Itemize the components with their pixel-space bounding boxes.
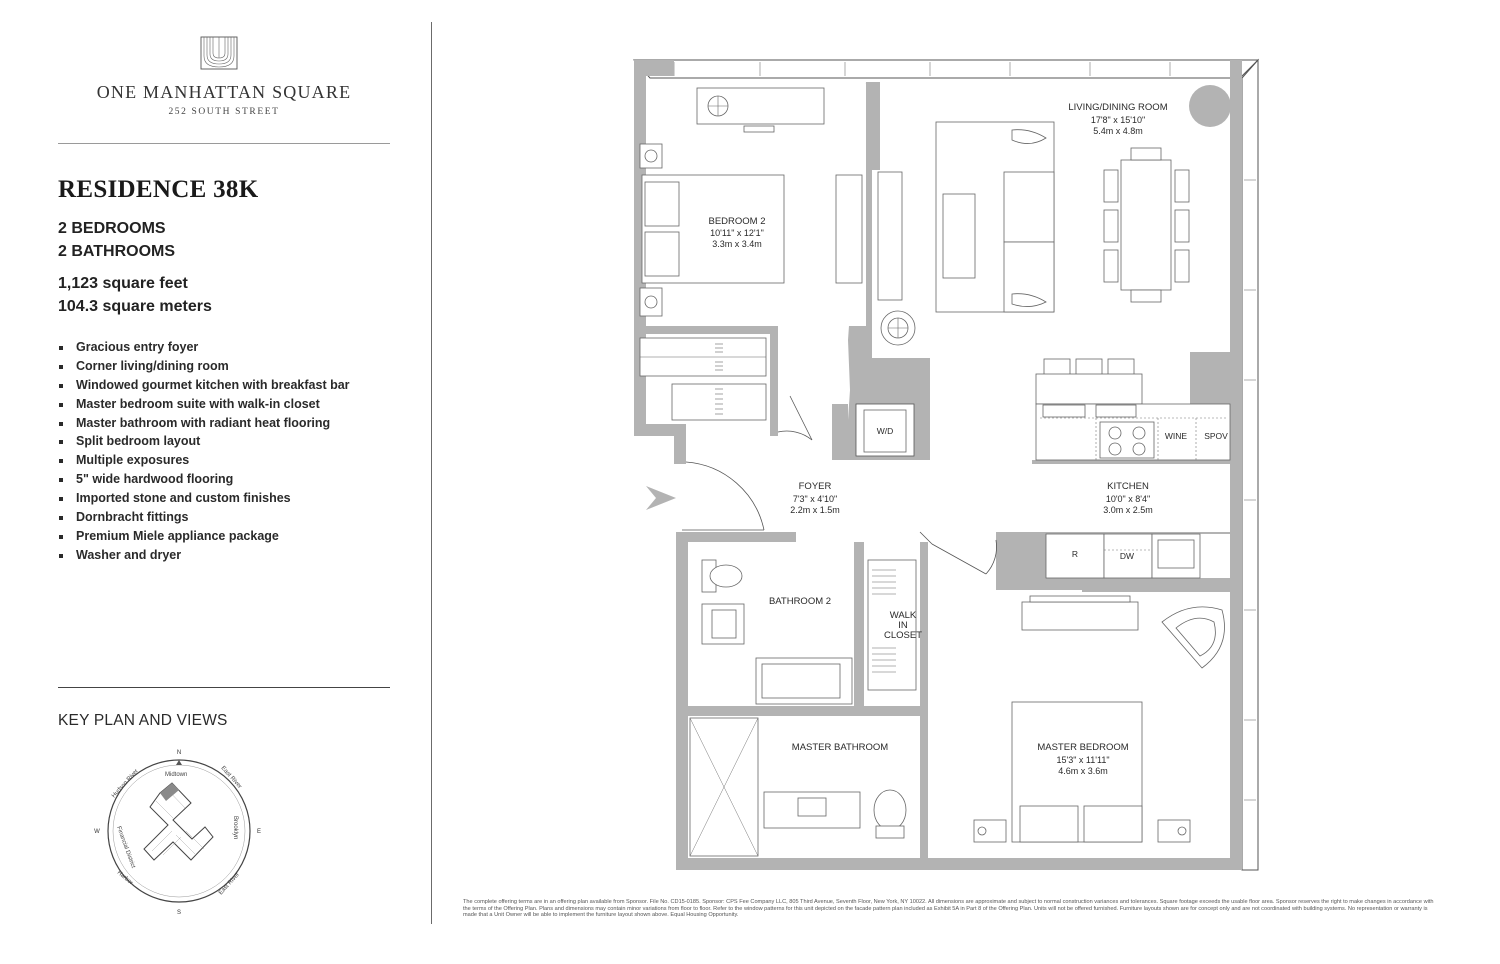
walk-in-closet-label-3: CLOSET <box>884 630 922 641</box>
feature-item: Gracious entry foyer <box>58 340 350 359</box>
entry-arrow-icon <box>646 486 676 510</box>
refrigerator-label: R <box>1072 549 1078 559</box>
info-panel: ONE MANHATTAN SQUARE 252 SOUTH STREET RE… <box>0 0 432 964</box>
compass-n: N <box>177 750 181 756</box>
bathroom-count: 2 BATHROOMS <box>58 243 176 260</box>
master-bedroom-dim-imperial: 15'3" x 11'11" <box>1056 755 1109 765</box>
bedroom-2: BEDROOM 2 10'11" x 12'1" 3.3m x 3.4m <box>639 87 863 421</box>
brand-name: ONE MANHATTAN SQUARE <box>96 82 352 102</box>
bedroom-count: 2 BEDROOMS <box>58 220 166 237</box>
feature-item: Washer and dryer <box>58 548 350 567</box>
master-bathroom: MASTER BATHROOM <box>689 717 907 857</box>
bathroom-2-label: BATHROOM 2 <box>769 596 831 607</box>
kitchen-dim-metric: 3.0m x 2.5m <box>1103 505 1153 515</box>
vertical-divider <box>431 22 432 924</box>
dishwasher-label: DW <box>1120 551 1134 561</box>
living-dining-dim-metric: 5.4m x 4.8m <box>1093 126 1143 136</box>
compass-s: S <box>177 910 181 916</box>
feature-item: Windowed gourmet kitchen with breakfast … <box>58 378 350 397</box>
washer-dryer-closet: W/D <box>855 403 915 457</box>
feature-item: Master bedroom suite with walk-in closet <box>58 397 350 416</box>
feature-item: Imported stone and custom finishes <box>58 491 350 510</box>
view-brooklyn: Brooklyn <box>232 816 238 839</box>
wine-fridge-label: WINE <box>1165 431 1188 441</box>
kitchen-dim-imperial: 10'0" x 8'4" <box>1106 494 1150 504</box>
feature-item: Split bedroom layout <box>58 434 350 453</box>
residence-title: RESIDENCE 38K <box>58 176 259 203</box>
brand-address: 252 SOUTH STREET <box>168 107 280 117</box>
bedroom-2-label: BEDROOM 2 <box>708 216 765 227</box>
master-bedroom-dim-metric: 4.6m x 3.6m <box>1058 766 1108 776</box>
foyer-dim-imperial: 7'3" x 4'10" <box>793 494 837 504</box>
feature-item: Dornbracht fittings <box>58 510 350 529</box>
square-feet: 1,123 square feet <box>58 275 188 292</box>
master-bedroom: MASTER BEDROOM 15'3" x 11'11" 4.6m x 3.6… <box>973 595 1225 843</box>
divider <box>58 687 390 688</box>
key-plan-diagram: N S W E Hudson River Midtown East River … <box>94 750 261 916</box>
view-midtown: Midtown <box>165 772 187 778</box>
feature-item: Corner living/dining room <box>58 359 350 378</box>
exterior-window-wall <box>632 58 1260 871</box>
master-bedroom-label: MASTER BEDROOM <box>1037 742 1128 753</box>
speed-oven-label: SPOV <box>1204 431 1228 441</box>
kitchen: WINE SPOV R DW KITCHEN 10'0" x 8'4" 3.0m… <box>1035 358 1231 579</box>
square-meters: 104.3 square meters <box>58 298 212 315</box>
keyplan-title: KEY PLAN AND VIEWS <box>58 712 228 729</box>
walk-in-closet-label-1: WALK <box>890 610 917 621</box>
doors <box>682 395 997 575</box>
compass-w: W <box>94 829 100 835</box>
bathroom-2: BATHROOM 2 <box>701 559 853 705</box>
bedroom-2-dim-imperial: 10'11" x 12'1" <box>710 228 764 238</box>
feature-item: Premium Miele appliance package <box>58 529 350 548</box>
compass-e: E <box>257 829 261 835</box>
living-dining-room: LIVING/DINING ROOM 17'8" x 15'10" 5.4m x… <box>877 85 1231 346</box>
kitchen-label: KITCHEN <box>1107 481 1149 492</box>
building-monogram-icon <box>200 36 238 70</box>
feature-item: Multiple exposures <box>58 453 350 472</box>
foyer-label: FOYER <box>799 481 832 492</box>
foyer-dim-metric: 2.2m x 1.5m <box>790 505 840 515</box>
washer-dryer-label: W/D <box>877 426 894 436</box>
unit-highlight <box>160 783 179 801</box>
feature-list: Gracious entry foyer Corner living/dinin… <box>58 340 350 567</box>
legal-disclaimer: The complete offering terms are in an of… <box>463 899 1434 919</box>
master-bathroom-label: MASTER BATHROOM <box>792 742 888 753</box>
living-dining-dim-imperial: 17'8" x 15'10" <box>1091 115 1145 125</box>
divider <box>58 143 390 144</box>
bedroom-2-dim-metric: 3.3m x 3.4m <box>712 239 762 249</box>
living-dining-label: LIVING/DINING ROOM <box>1068 102 1167 113</box>
walk-in-closet-label-2: IN <box>898 620 908 631</box>
feature-item: 5" wide hardwood flooring <box>58 472 350 491</box>
walk-in-closet: WALK IN CLOSET <box>867 559 922 691</box>
feature-item: Master bathroom with radiant heat floori… <box>58 416 350 435</box>
